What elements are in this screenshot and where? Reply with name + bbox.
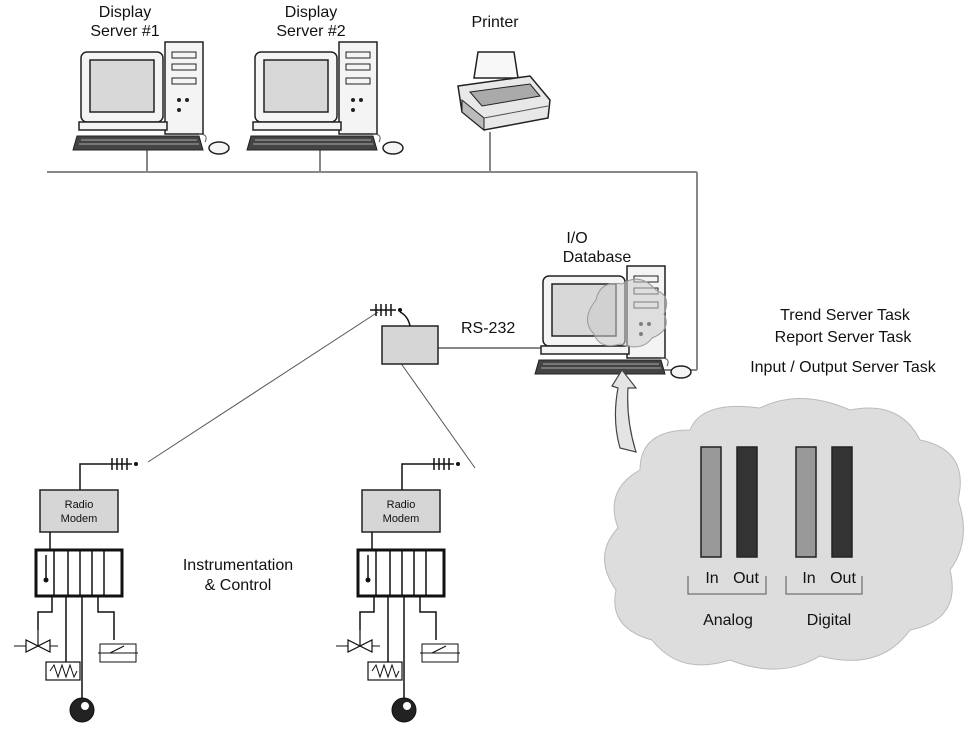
io-cloud: In Out In Out Analog Digital bbox=[604, 398, 964, 670]
server-tasks: Trend Server Task Report Server Task Inp… bbox=[750, 307, 937, 376]
digital-bracket bbox=[785, 576, 863, 595]
display-server-1-label-line1: Display bbox=[99, 4, 151, 21]
task-label: Trend Server Task bbox=[780, 307, 911, 324]
display-server-1-label-line2: Server #1 bbox=[90, 23, 159, 40]
antenna-icon bbox=[105, 457, 139, 471]
display-server-2-label-line2: Server #2 bbox=[276, 23, 345, 40]
instrumentation-label-line1: Instrumentation bbox=[183, 557, 293, 574]
cloud-icon bbox=[604, 398, 964, 670]
radio-link-line bbox=[147, 311, 379, 463]
display-server-1: Display Server #1 bbox=[72, 4, 230, 155]
analog-output-bar bbox=[736, 446, 758, 558]
radio-transceiver bbox=[369, 303, 439, 365]
io-rack bbox=[356, 548, 446, 598]
analog-out-label: Out bbox=[733, 570, 759, 587]
computer-icon bbox=[246, 41, 404, 155]
analog-bracket bbox=[687, 576, 767, 595]
digital-in-label: In bbox=[802, 570, 815, 587]
radio-modem-label-line2: Modem bbox=[383, 513, 420, 525]
valve-icon bbox=[336, 630, 380, 653]
resistor-icon bbox=[45, 661, 81, 681]
task-label: Input / Output Server Task bbox=[750, 359, 937, 376]
printer-icon bbox=[457, 51, 551, 132]
instrumentation-label-line2: & Control bbox=[205, 577, 272, 594]
data-flow-arrow bbox=[611, 368, 638, 453]
display-server-2-label-line1: Display bbox=[285, 4, 337, 21]
digital-label: Digital bbox=[807, 612, 851, 629]
printer: Printer bbox=[457, 14, 551, 132]
radio-modem-label-line1: Radio bbox=[65, 499, 94, 511]
analog-in-label: In bbox=[705, 570, 718, 587]
resistor-icon bbox=[367, 661, 403, 681]
cloud-icon bbox=[587, 278, 668, 348]
io-database-label-line1: I/O bbox=[566, 230, 587, 247]
radio-modem-box bbox=[361, 489, 441, 533]
radio-modem-label-line2: Modem bbox=[61, 513, 98, 525]
valve-icon bbox=[14, 630, 58, 653]
remote-site-2: Radio Modem bbox=[336, 457, 461, 723]
computer-icon bbox=[72, 41, 230, 155]
io-rack bbox=[34, 548, 124, 598]
switch-icon bbox=[420, 643, 460, 663]
analog-input-bar bbox=[700, 446, 722, 558]
antenna-icon bbox=[427, 457, 461, 471]
digital-input-bar bbox=[795, 446, 817, 558]
printer-label: Printer bbox=[471, 14, 519, 31]
digital-output-bar bbox=[831, 446, 853, 558]
radio-link-line bbox=[399, 361, 476, 469]
gauge-icon bbox=[69, 697, 95, 723]
remote-site-1: Radio Modem bbox=[14, 457, 139, 723]
radio-modem-label-line1: Radio bbox=[387, 499, 416, 511]
io-database: I/O Database bbox=[534, 230, 692, 379]
display-server-2: Display Server #2 bbox=[246, 4, 404, 155]
task-label: Report Server Task bbox=[775, 329, 913, 346]
digital-out-label: Out bbox=[830, 570, 856, 587]
rs232-label: RS-232 bbox=[461, 320, 515, 337]
analog-label: Analog bbox=[703, 612, 753, 629]
gauge-icon bbox=[391, 697, 417, 723]
switch-icon bbox=[98, 643, 138, 663]
io-database-label-line2: Database bbox=[563, 249, 632, 266]
radio-modem-box bbox=[39, 489, 119, 533]
